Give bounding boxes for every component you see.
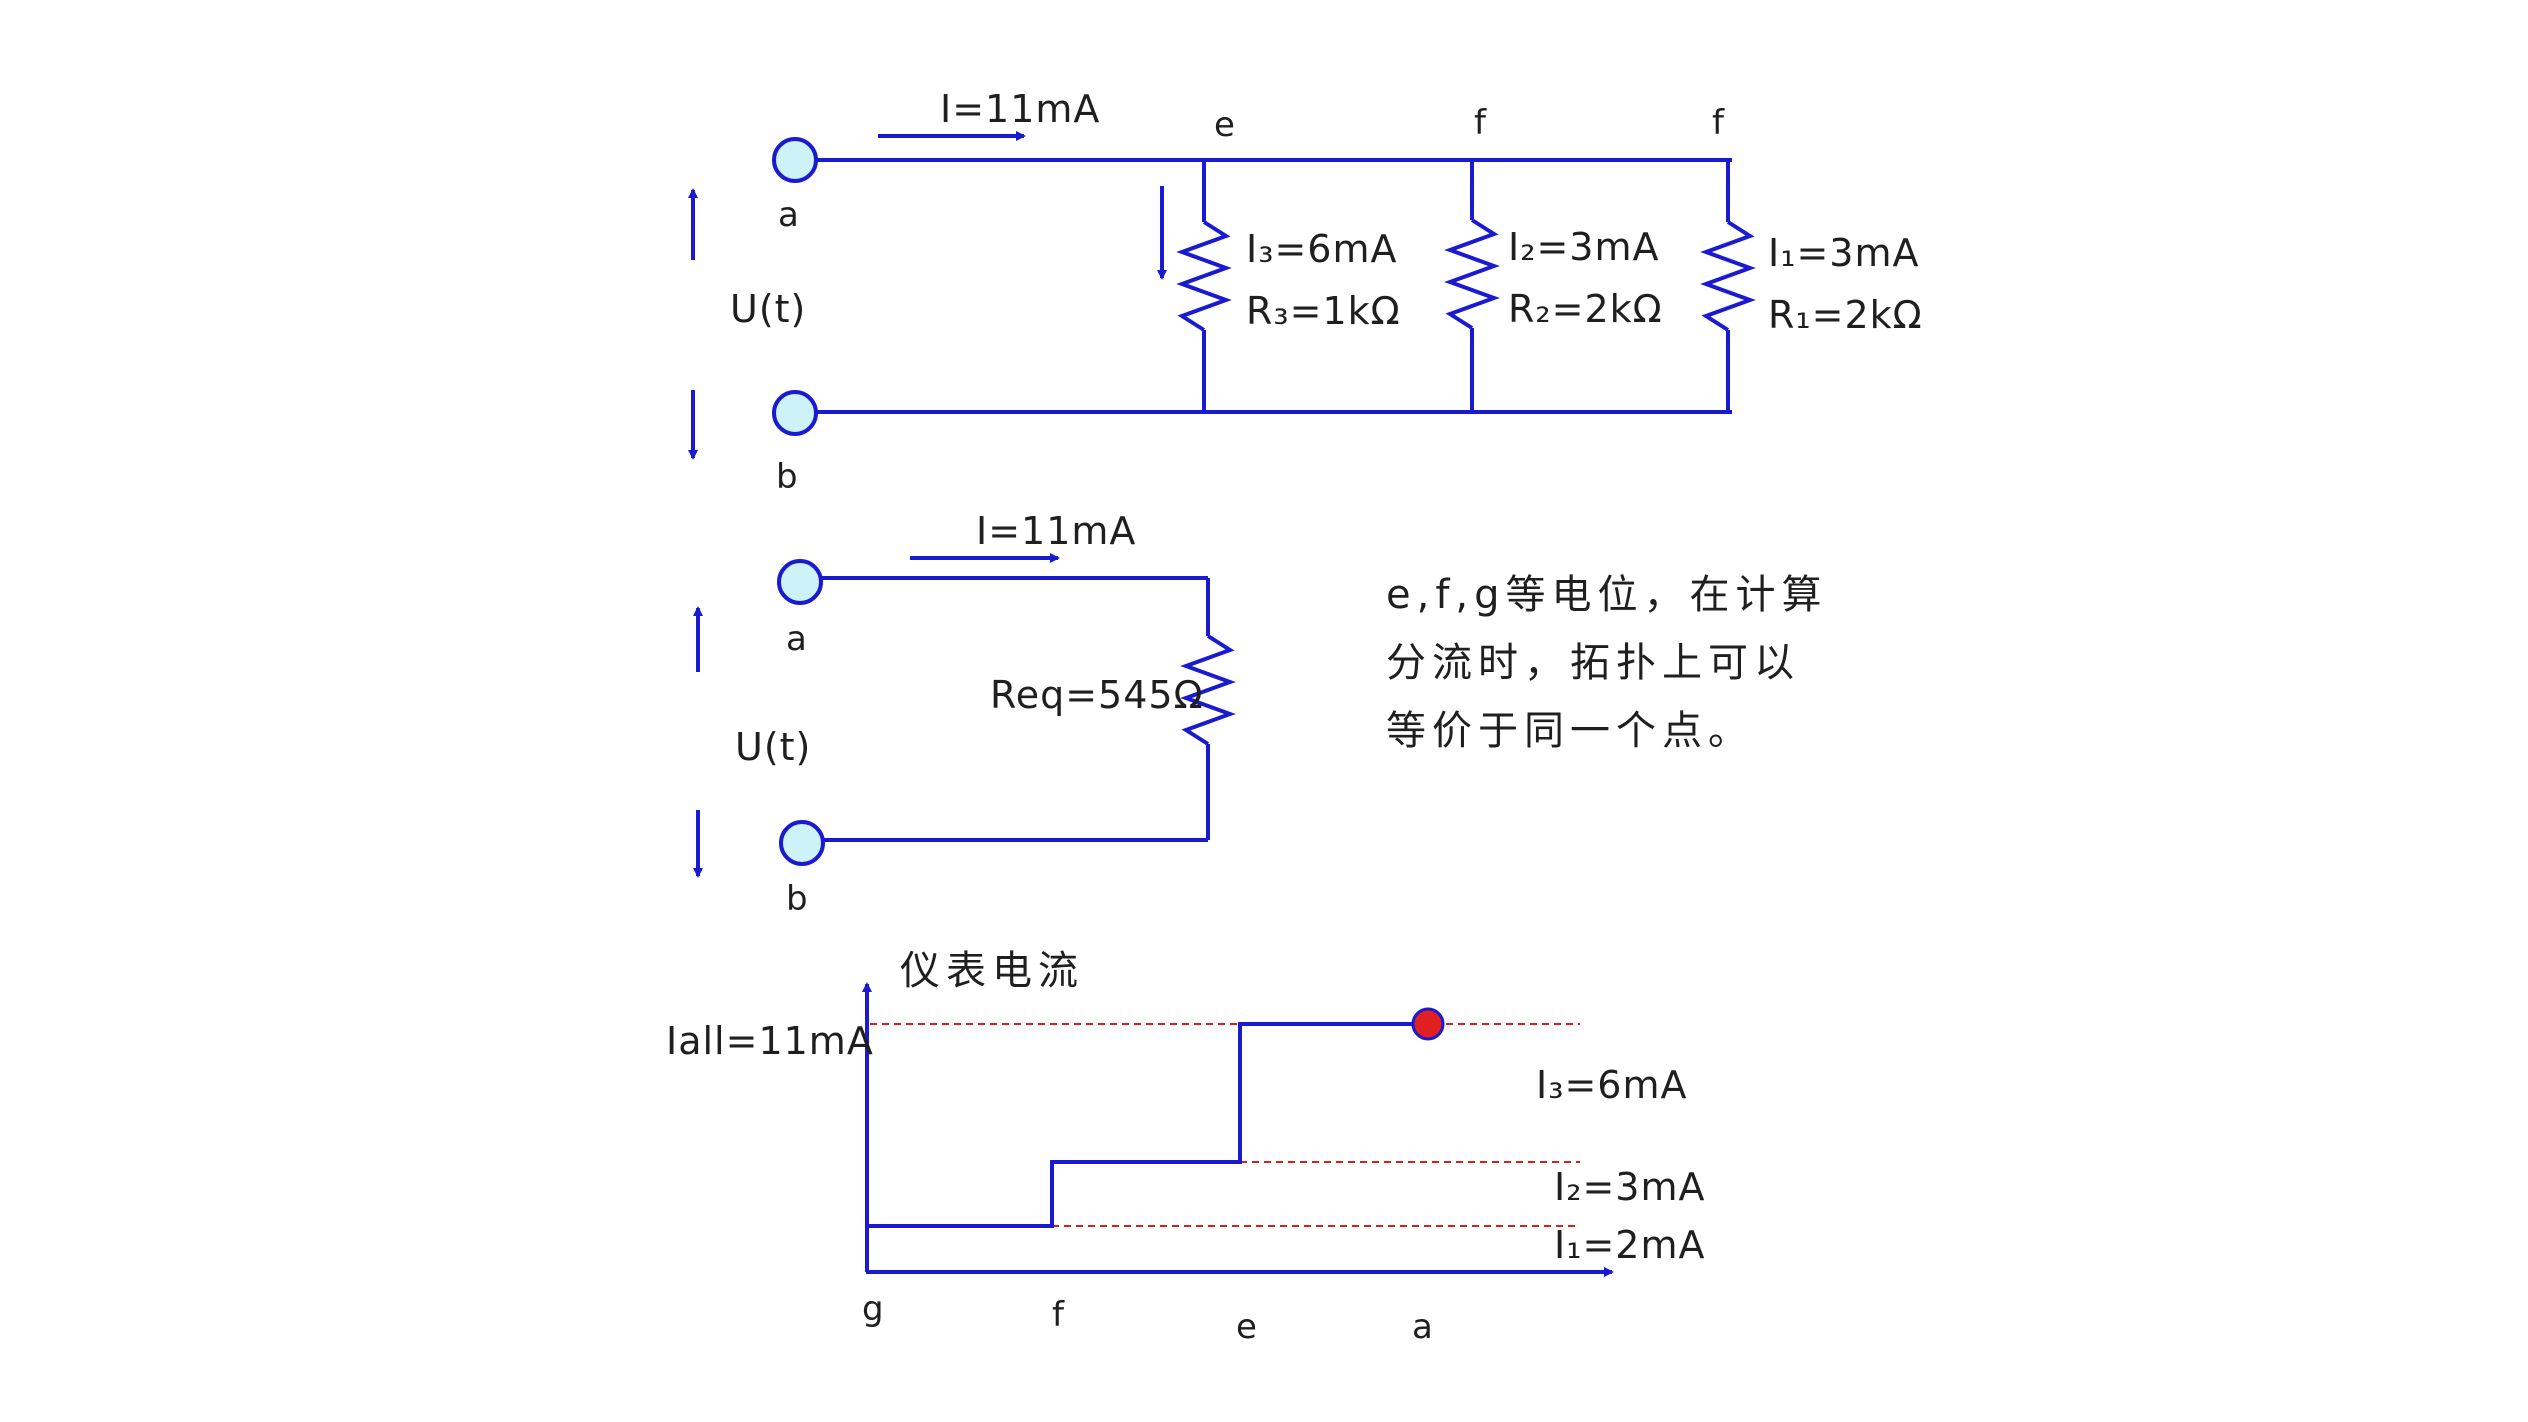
terminal-b-icon	[772, 390, 818, 436]
node-label-f2: f	[1712, 103, 1725, 143]
r3-current-label: I₃=6mA	[1246, 227, 1397, 271]
circuit-1: I=11mA e f f a b U(t) I₃=6mA R₃=1kΩ I₂=3…	[688, 87, 1923, 497]
r2-current-label: I₂=3mA	[1508, 225, 1659, 269]
i2-label: I₂=3mA	[1554, 1165, 1705, 1209]
i1-label: I₁=2mA	[1554, 1223, 1705, 1267]
terminal-label-a: a	[778, 195, 799, 235]
current-label: I=11mA	[940, 87, 1100, 131]
terminal-label-a2: a	[786, 619, 807, 659]
resistor-r1	[1700, 220, 1756, 332]
resistor-r3	[1176, 220, 1232, 332]
y-axis-label: 仪表电流	[900, 948, 1084, 994]
current-step-curve	[867, 1022, 1428, 1228]
node-label-e: e	[1214, 105, 1235, 145]
x-label-f: f	[1052, 1295, 1065, 1335]
x-label-g: g	[862, 1289, 884, 1329]
x-label-e: e	[1236, 1307, 1257, 1347]
note-line-1: e,f,g等电位，在计算	[1386, 572, 1828, 618]
resistor-r2	[1444, 218, 1500, 330]
note-line-3: 等价于同一个点。	[1386, 708, 1754, 754]
r1-current-label: I₁=3mA	[1768, 231, 1919, 275]
r3-value-label: R₃=1kΩ	[1246, 289, 1401, 333]
terminal-b2-icon	[779, 820, 825, 866]
circuit-2: I=11mA a b U(t) Req=545Ω	[693, 509, 1236, 919]
x-label-a: a	[1412, 1307, 1433, 1347]
voltage-label: U(t)	[730, 287, 806, 331]
req-value-label: Req=545Ω	[990, 673, 1204, 717]
terminal-a2-icon	[777, 559, 823, 605]
r2-value-label: R₂=2kΩ	[1508, 287, 1663, 331]
terminal-label-b2: b	[786, 879, 808, 919]
i3-label: I₃=6mA	[1536, 1063, 1687, 1107]
terminal-a-icon	[772, 137, 818, 183]
terminal-label-b: b	[776, 457, 798, 497]
note: e,f,g等电位，在计算 分流时，拓扑上可以 等价于同一个点。	[1386, 572, 1828, 754]
iall-label: Iall=11mA	[666, 1019, 874, 1063]
current-step-graph: 仪表电流 Iall=11mA I₃=6mA I₂=3mA I₁=2mA g f …	[666, 948, 1705, 1347]
voltage-label-2: U(t)	[735, 725, 811, 769]
r1-value-label: R₁=2kΩ	[1768, 293, 1923, 337]
node-label-f1: f	[1474, 103, 1487, 143]
ammeter-marker-icon	[1411, 1007, 1445, 1041]
resistor-req	[1180, 634, 1236, 746]
note-line-2: 分流时，拓扑上可以	[1386, 640, 1800, 686]
current-label-2: I=11mA	[976, 509, 1136, 553]
